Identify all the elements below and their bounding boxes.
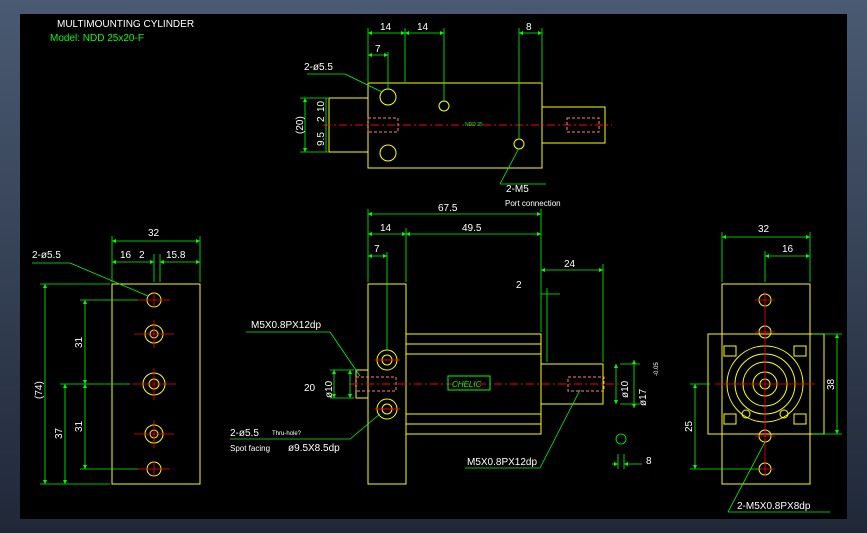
front-dim-1: 14 [380, 223, 392, 234]
top-dim-7: 2 [316, 116, 327, 122]
right-dim-0: 32 [758, 224, 770, 235]
front-label-text: CHELIC [452, 380, 482, 389]
top-dim-1: 14 [417, 22, 429, 33]
left-dim-5: 31 [74, 336, 85, 348]
right-dim-2: 38 [826, 378, 837, 390]
top-port-1 [438, 100, 450, 112]
front-dim-13: Thru-hole? [272, 431, 302, 437]
front-dim-4: 24 [564, 259, 576, 270]
front-dim-7: 20 [304, 383, 316, 394]
left-dim-7: (74) [34, 381, 45, 399]
top-view: 14 14 8 7 2-ø5.5 (20) 10 2 9.5 2-M5 Port… [295, 22, 612, 208]
top-dim-9: 2-M5 [506, 184, 529, 195]
front-dim-12: 2-ø5.5 [230, 428, 259, 439]
left-dim-1: 16 [120, 250, 132, 261]
left-dim-8: 37 [54, 427, 65, 439]
front-view: CHELIC [230, 203, 660, 485]
front-dim-6: M5X0.8PX12dp [251, 320, 321, 331]
top-dim-8: 9.5 [316, 132, 327, 146]
front-dim-15: ø9.5X8.5dp [288, 443, 340, 454]
left-dim-4: 2-ø5.5 [32, 250, 61, 261]
front-dim-11: -0.05 [654, 362, 660, 376]
right-dim-3: 25 [684, 420, 695, 432]
front-dim-9: ø10 [620, 380, 631, 398]
front-label-plate [447, 375, 491, 391]
right-dim-1: 16 [782, 244, 794, 255]
top-dim-3: 7 [375, 44, 381, 55]
top-port-2 [513, 138, 525, 150]
top-hole-2 [379, 144, 397, 162]
top-dim-5: (20) [295, 116, 306, 134]
front-dim-8: ø10 [324, 380, 335, 398]
front-dim-2: 49.5 [462, 223, 482, 234]
left-view: 32 16 2 15.8 2-ø5.5 31 31 (74) 37 [32, 228, 201, 485]
front-dim-3: 7 [374, 244, 380, 255]
top-dim-0: 14 [380, 22, 392, 33]
front-dim-10: ø17 [638, 388, 649, 406]
top-dim-10: Port connection [505, 199, 561, 208]
front-dim-14: Spot facing [230, 444, 270, 453]
top-bolt-left [367, 117, 399, 133]
top-dim-6: 10 [316, 100, 327, 112]
left-dim-2: 2 [139, 250, 145, 261]
right-view: 32 16 38 25 2-M5X0.8PX8dp [684, 224, 842, 513]
top-dim-4: 2-ø5.5 [304, 62, 333, 73]
cad-drawing-canvas: MULTIMOUNTING CYLINDER Model: NDD 25x20-… [20, 14, 847, 519]
left-dim-0: 32 [148, 228, 160, 239]
left-dim-6: 31 [74, 420, 85, 432]
model-label: Model: NDD 25x20-F [50, 33, 144, 44]
front-dim-16: M5X0.8PX12dp [467, 457, 537, 468]
front-dim-0: 67.5 [438, 203, 458, 214]
drawing-title: MULTIMOUNTING CYLINDER [57, 19, 194, 30]
front-dim-5: 2 [516, 280, 522, 291]
right-dim-4: 2-M5X0.8PX8dp [737, 501, 811, 512]
top-hole-1 [379, 88, 397, 106]
top-bolt-right [566, 117, 600, 133]
top-dim-2: 8 [526, 22, 532, 33]
drawing-svg: MULTIMOUNTING CYLINDER Model: NDD 25x20-… [32, 19, 842, 513]
front-dim-17: 8 [646, 456, 652, 467]
left-dim-3: 15.8 [166, 250, 186, 261]
top-marking: NDD 25 [465, 122, 483, 128]
